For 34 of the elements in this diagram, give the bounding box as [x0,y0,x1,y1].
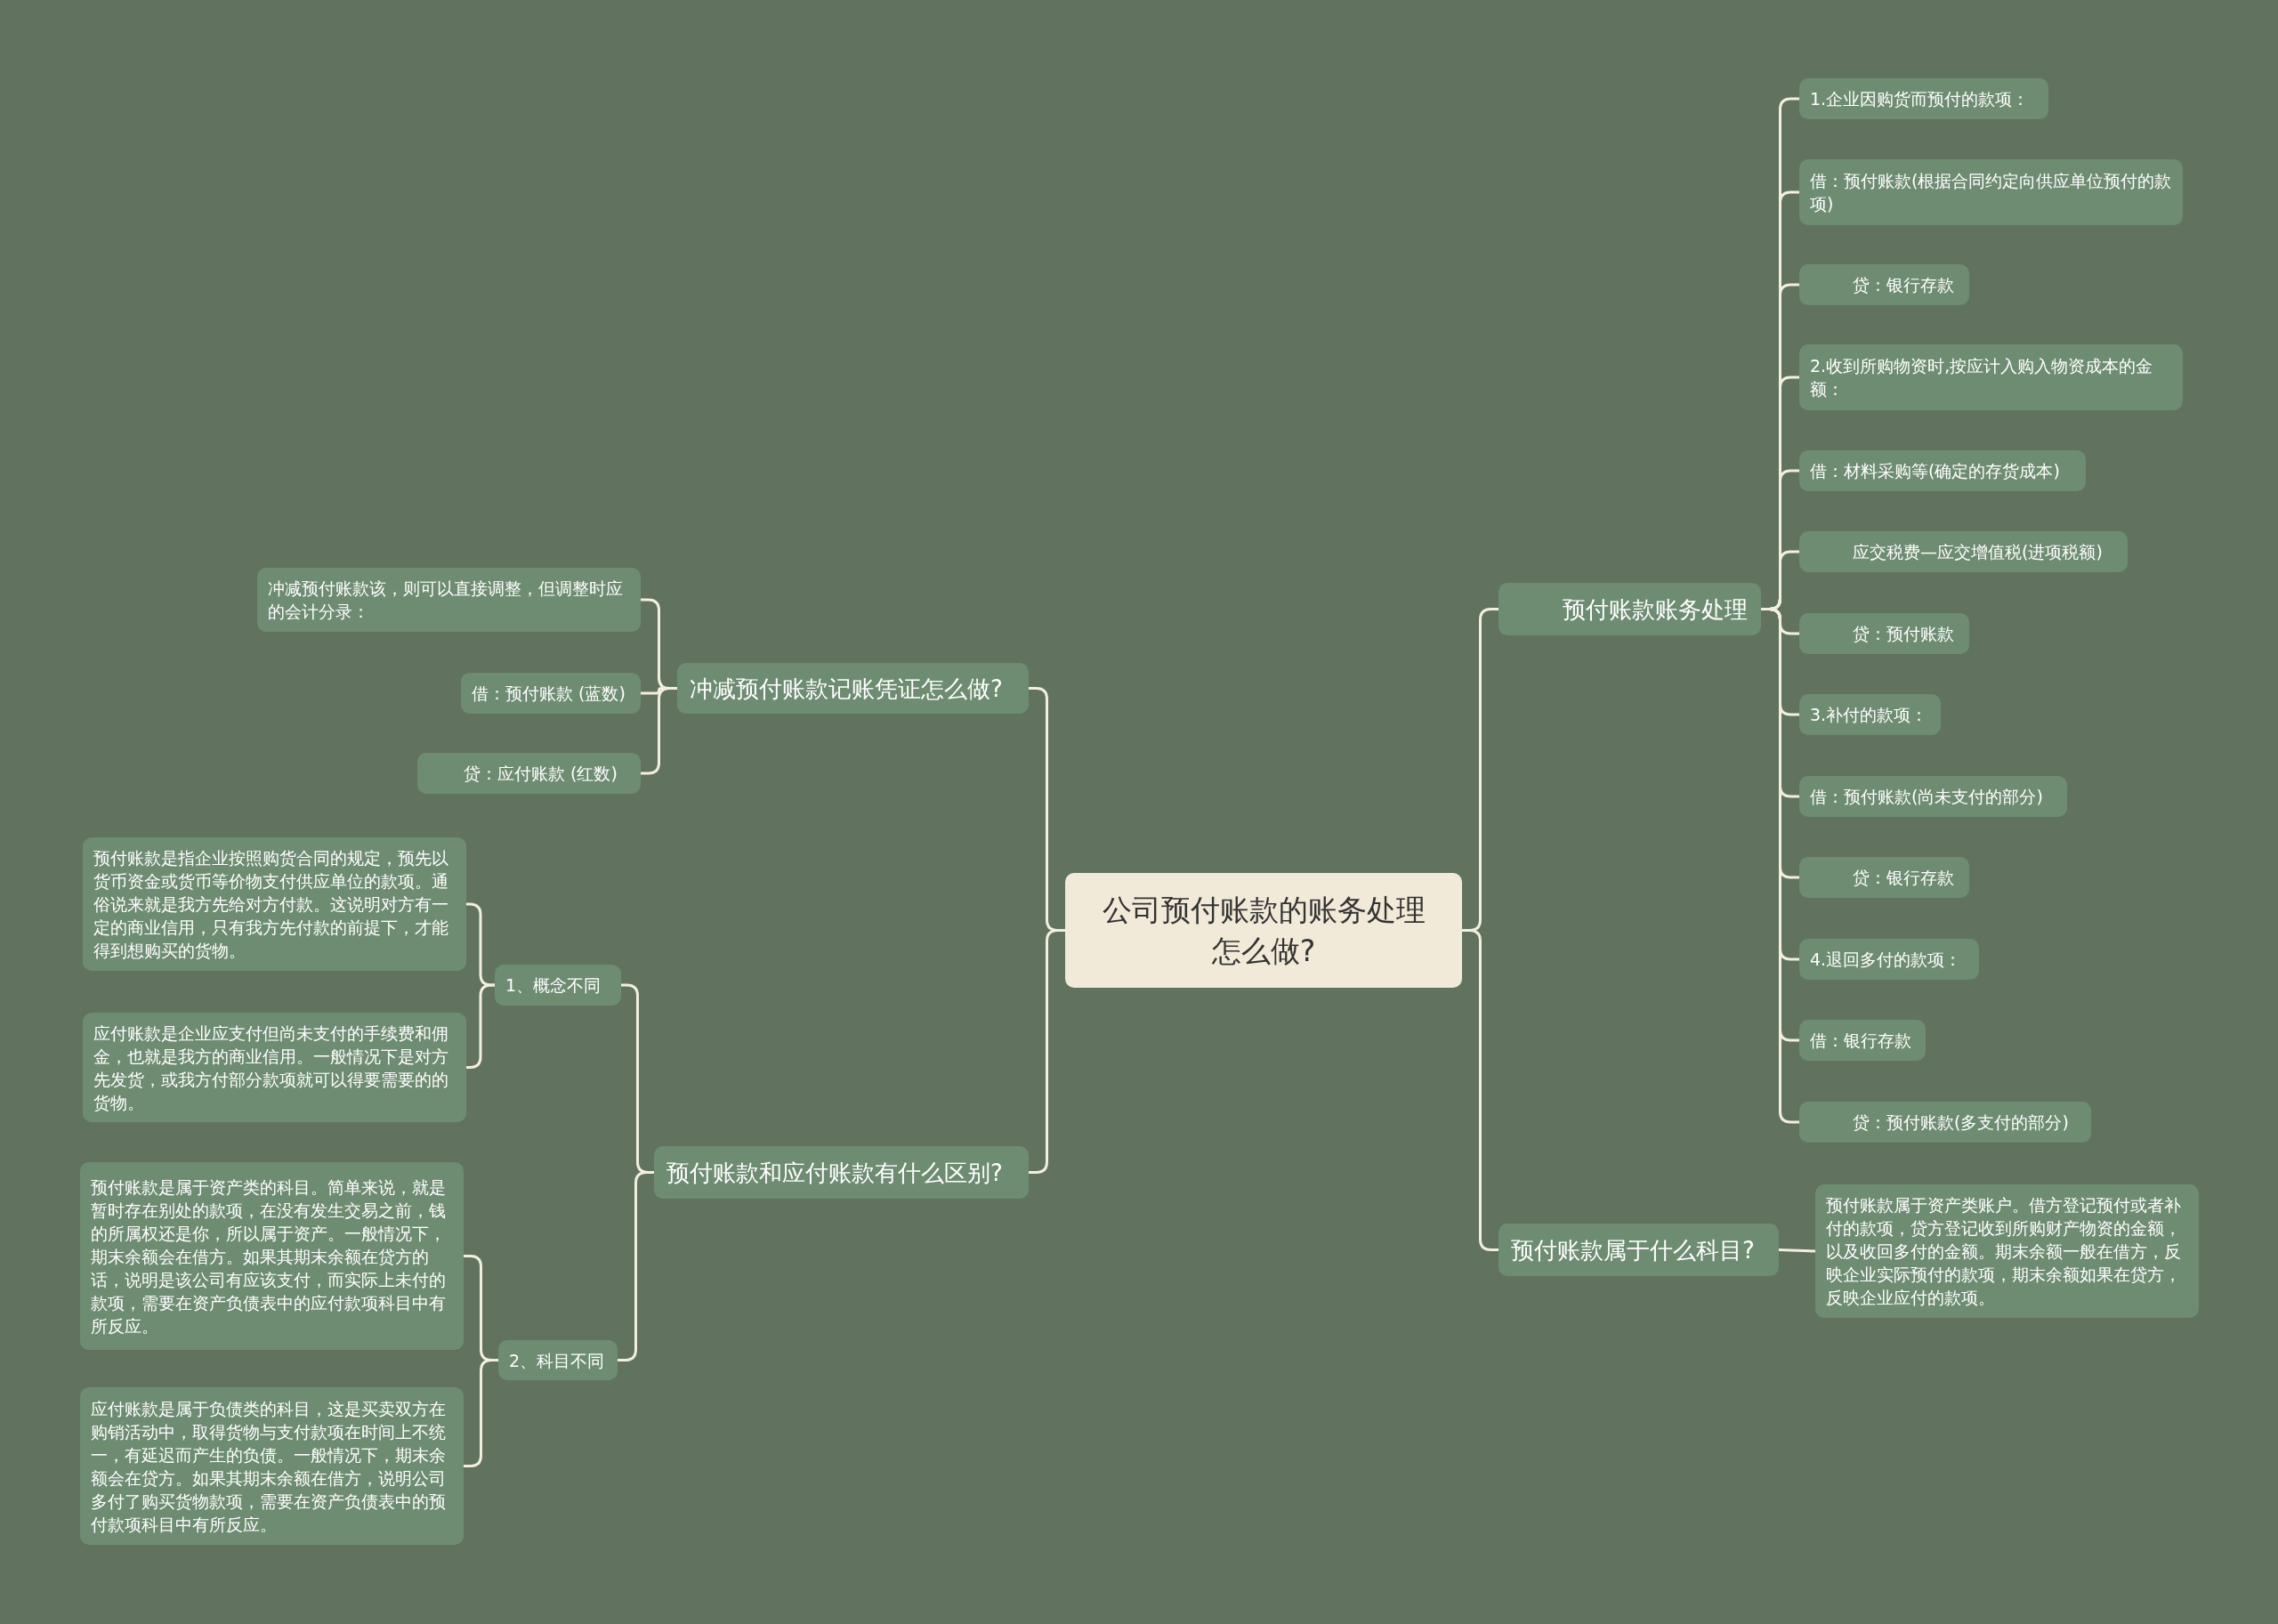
subtopic-box: 贷：银行存款 [1799,264,1969,305]
subtopic-box: 借：材料采购等(确定的存货成本) [1799,450,2086,491]
subtopic-box: 3.补付的款项： [1799,694,1941,735]
subtopic-box: 借：银行存款 [1799,1020,1926,1061]
subtopic-box: 应付账款是企业应支付但尚未支付的手续费和佣金，也就是我方的商业信用。一般情况下是对方先发货，或我方付部分款项就可以得要需要的的货物。 [83,1013,466,1122]
subtopic-box: 应付账款是属于负债类的科目，这是买卖双方在购销活动中，取得货物与支付款项在时间上不统一，有延迟而产生的负债。一般情况下，期末余额会在贷方。如果其期末余额在借方，说明公司多付了购买货物款项，需要在资产负债表中的预付款项科目中有所反应。 [80,1387,464,1545]
subtopic-box: 预付账款属于资产类账户。借方登记预付或者补付的款项，贷方登记收到所购财产物资的金额，以及收回多付的金额。期末余额一般在借方，反映企业实际预付的款项，期末余额如果在贷方，反映企业应付的款项。 [1815,1184,2199,1318]
subtopic-box: 预付账款是指企业按照购货合同的规定，预先以货币资金或货币等价物支付供应单位的款项。通俗说来就是我方先给对方付款。这说明对方有一定的商业信用，只有我方先付款的前提下，才能得到想购买的货物。 [83,837,466,971]
subtopic-box: 预付账款是属于资产类的科目。简单来说，就是暂时存在别处的款项，在没有发生交易之前，钱的所属权还是你，所以属于资产。一般情况下，期末余额会在借方。如果其期末余额在贷方的话，说明是该公司有应该支付，而实际上未付的款项，需要在资产负债表中的应付款项科目中有所反应。 [80,1162,464,1350]
connector-line [464,1359,498,1467]
subtopic-box: 贷：银行存款 [1799,857,1969,898]
topic-box: 预付账款和应付账款有什么区别? [654,1146,1029,1199]
central-topic-box: 公司预付账款的账务处理怎么做? [1065,873,1462,988]
subtopic-box: 2.收到所购物资时,按应计入购入物资成本的金额： [1799,344,2183,410]
subtopic-box: 应交税费—应交增值税(进项税额) [1799,531,2128,572]
subtopic-box: 借：预付账款(根据合同约定向供应单位预付的款项) [1799,159,2183,225]
connector-line [1778,1248,1816,1253]
connector-line [618,1171,654,1361]
connector-line [1462,929,1498,1251]
subtopic-box: 贷：应付账款 (红数) [417,753,641,794]
subtopic-box: 冲减预付账款该，则可以直接调整，但调整时应的会计分录： [257,568,641,632]
subtopic-box: 1.企业因购货而预付的款项： [1799,78,2048,119]
connector-line [641,687,677,775]
topic-box: 冲减预付账款记账凭证怎么做? [677,663,1029,714]
subtopic-box: 1、概念不同 [495,965,621,1006]
subtopic-box: 4.退回多付的款项： [1799,939,1979,980]
topic-box: 预付账款账务处理 [1498,583,1761,635]
subtopic-box: 借：预付账款 (蓝数) [461,673,641,714]
connector-line [1029,929,1065,1174]
topic-box: 预付账款属于什么科目? [1498,1224,1779,1276]
subtopic-box: 贷：预付账款 [1799,613,1969,654]
subtopic-box: 借：预付账款(尚未支付的部分) [1799,776,2067,817]
subtopic-box: 贷：预付账款(多支付的部分) [1799,1102,2091,1143]
subtopic-box: 2、科目不同 [498,1340,618,1380]
